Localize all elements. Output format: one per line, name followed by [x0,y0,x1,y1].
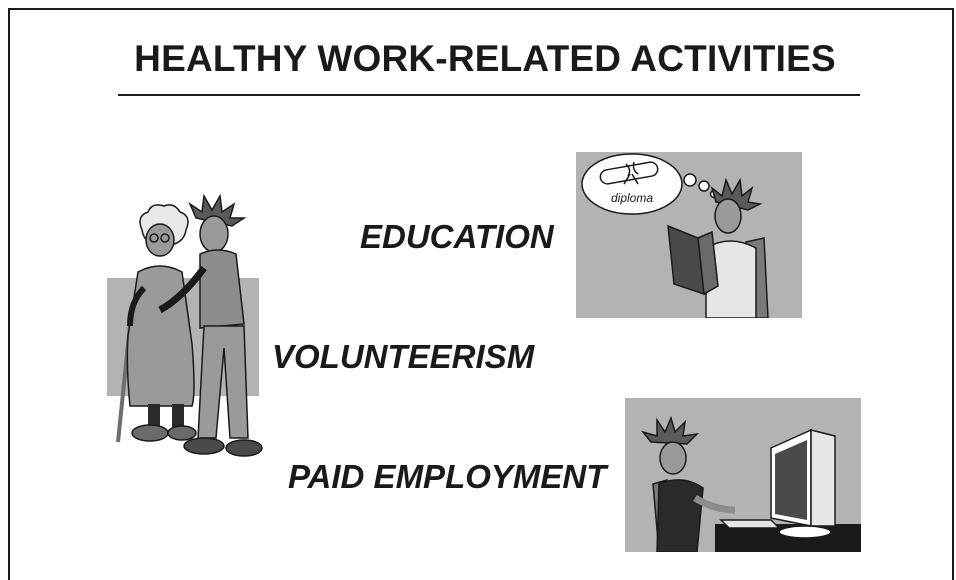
thought-bubble: diploma [581,153,719,215]
title-underline [118,94,860,96]
education-illustration: diploma [576,152,802,318]
paid-employment-illustration [625,398,861,552]
book-icon [667,224,719,296]
diploma-text: diploma [611,191,653,205]
young-helper-figure [158,193,263,457]
diploma-icon [599,161,659,185]
slide-title: HEALTHY WORK-RELATED ACTIVITIES [134,38,836,79]
education-label: EDUCATION [360,218,554,255]
reader-figure [667,177,763,318]
keyboard-icon [719,519,781,529]
volunteerism-label: VOLUNTEERISM [272,338,535,375]
paid-employment-label: PAID EMPLOYMENT [288,458,607,495]
elderly-woman-figure [126,204,197,442]
worker-figure [640,415,736,552]
monitor-icon [770,428,836,539]
volunteerism-illustration [104,190,274,465]
